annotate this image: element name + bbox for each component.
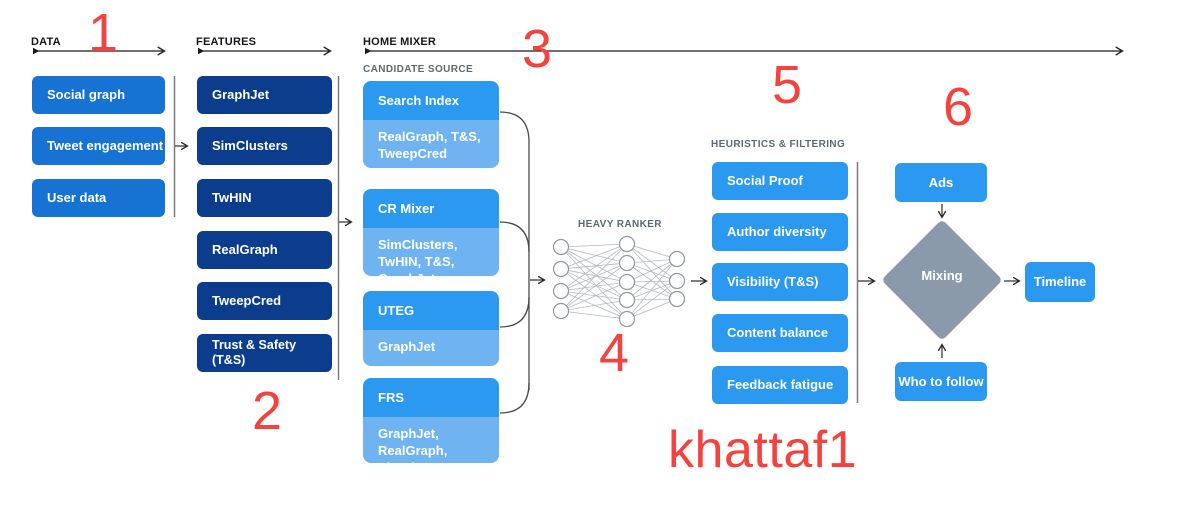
- heuristic-box: Feedback fatigue: [712, 366, 848, 404]
- candidate-source-deps: RealGraph, T&S, TweepCred: [363, 120, 499, 168]
- annotation-1: 1: [87, 3, 119, 63]
- feature-box: Trust & Safety (T&S): [197, 334, 332, 372]
- heuristic-box: Visibility (T&S): [712, 263, 848, 301]
- annotation-6: 6: [942, 77, 974, 137]
- annotation-4: 4: [598, 323, 630, 383]
- neural-network-graphic: [552, 235, 686, 328]
- feature-box: GraphJet: [197, 76, 332, 114]
- annotation-3: 3: [521, 19, 553, 79]
- candidate-source-deps: GraphJet, RealGraph, SimClusters: [363, 417, 499, 463]
- annotation-2: 2: [251, 381, 283, 441]
- candidate-source-box: CR Mixer SimClusters, TwHIN, T&S, GraphJ…: [363, 189, 499, 276]
- mixing-diamond-label: Mixing: [921, 268, 963, 283]
- annotation-5: 5: [771, 55, 803, 115]
- candidate-source-deps: SimClusters, TwHIN, T&S, GraphJet: [363, 228, 499, 276]
- who-to-follow-box: Who to follow: [895, 362, 987, 401]
- data-box: User data: [32, 179, 165, 217]
- feature-box: TweepCred: [197, 282, 332, 320]
- ads-box: Ads: [895, 163, 987, 202]
- data-box: Social graph: [32, 76, 165, 114]
- heuristics-label: HEURISTICS & FILTERING: [711, 139, 846, 150]
- heavy-ranker-label: HEAVY RANKER: [578, 219, 662, 230]
- column-header-features: FEATURES: [196, 36, 257, 48]
- candidate-source-name: Search Index: [363, 81, 499, 120]
- annotation-signature: khattaf1: [668, 421, 858, 479]
- data-box: Tweet engagement: [32, 127, 165, 165]
- candidate-merge-curves: [499, 111, 530, 414]
- candidate-source-box: Search Index RealGraph, T&S, TweepCred: [363, 81, 499, 168]
- candidate-source-name: UTEG: [363, 291, 499, 330]
- candidate-source-box: UTEG GraphJet: [363, 291, 499, 366]
- heuristic-box: Social Proof: [712, 162, 848, 200]
- feature-box: RealGraph: [197, 231, 332, 269]
- column-header-data: DATA: [31, 36, 61, 48]
- heuristic-box: Content balance: [712, 314, 848, 352]
- heuristic-box: Author diversity: [712, 213, 848, 251]
- column-header-home-mixer: HOME MIXER: [363, 36, 437, 48]
- feature-box: TwHIN: [197, 179, 332, 217]
- candidate-source-name: CR Mixer: [363, 189, 499, 228]
- candidate-source-label: CANDIDATE SOURCE: [363, 64, 474, 75]
- timeline-box: Timeline: [1025, 262, 1095, 302]
- candidate-source-deps: GraphJet: [363, 330, 499, 366]
- candidate-source-box: FRS GraphJet, RealGraph, SimClusters: [363, 378, 499, 463]
- candidate-source-name: FRS: [363, 378, 499, 417]
- feature-box: SimClusters: [197, 127, 332, 165]
